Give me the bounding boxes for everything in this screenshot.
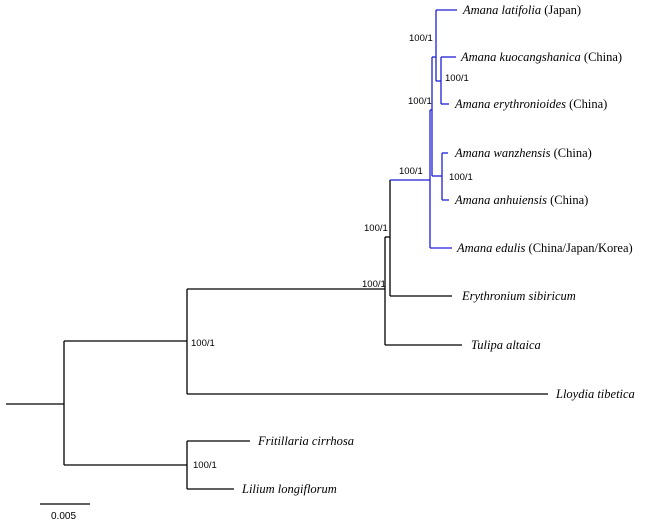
taxon-label-lilium: Lilium longiflorum (241, 482, 337, 496)
scale-bar: 0.005 (40, 503, 90, 522)
support-value-kuocang-erythronioides: 100/1 (445, 73, 469, 84)
support-value-wanzhensis-anhuiensis: 100/1 (449, 172, 473, 183)
support-value-core-amana: 100/1 (408, 96, 432, 107)
taxon-label-edulis: Amana edulis (China/Japan/Korea) (456, 241, 633, 255)
black-branches (6, 180, 548, 490)
taxon-label-kuocangshanica: Amana kuocangshanica (China) (460, 50, 622, 64)
support-values: 100/1 100/1 100/1 100/1 100/1 100/1 100/… (191, 33, 473, 471)
taxon-label-erythronioides: Amana erythronioides (China) (454, 97, 607, 111)
support-value-latifolia-group: 100/1 (409, 33, 433, 44)
taxon-labels: Amana latifolia (Japan) Amana kuocangsha… (241, 3, 635, 496)
support-value-ingroup: 100/1 (191, 338, 215, 349)
scale-bar-label: 0.005 (51, 511, 76, 522)
taxon-label-erythronium: Erythronium sibiricum (461, 289, 576, 303)
support-value-amana-clade: 100/1 (399, 166, 423, 177)
taxon-label-latifolia: Amana latifolia (Japan) (462, 3, 581, 17)
blue-branches (390, 9, 457, 249)
taxon-label-fritillaria: Fritillaria cirrhosa (257, 434, 354, 448)
support-value-tulipeae: 100/1 (362, 279, 386, 290)
taxon-label-anhuiensis: Amana anhuiensis (China) (454, 193, 588, 207)
support-value-fritillaria-lilium: 100/1 (193, 460, 217, 471)
taxon-label-wanzhensis: Amana wanzhensis (China) (454, 146, 592, 160)
taxon-label-tulipa: Tulipa altaica (471, 338, 541, 352)
taxon-label-lloydia: Lloydia tibetica (555, 387, 635, 401)
support-value-erythronium-amana: 100/1 (364, 223, 388, 234)
